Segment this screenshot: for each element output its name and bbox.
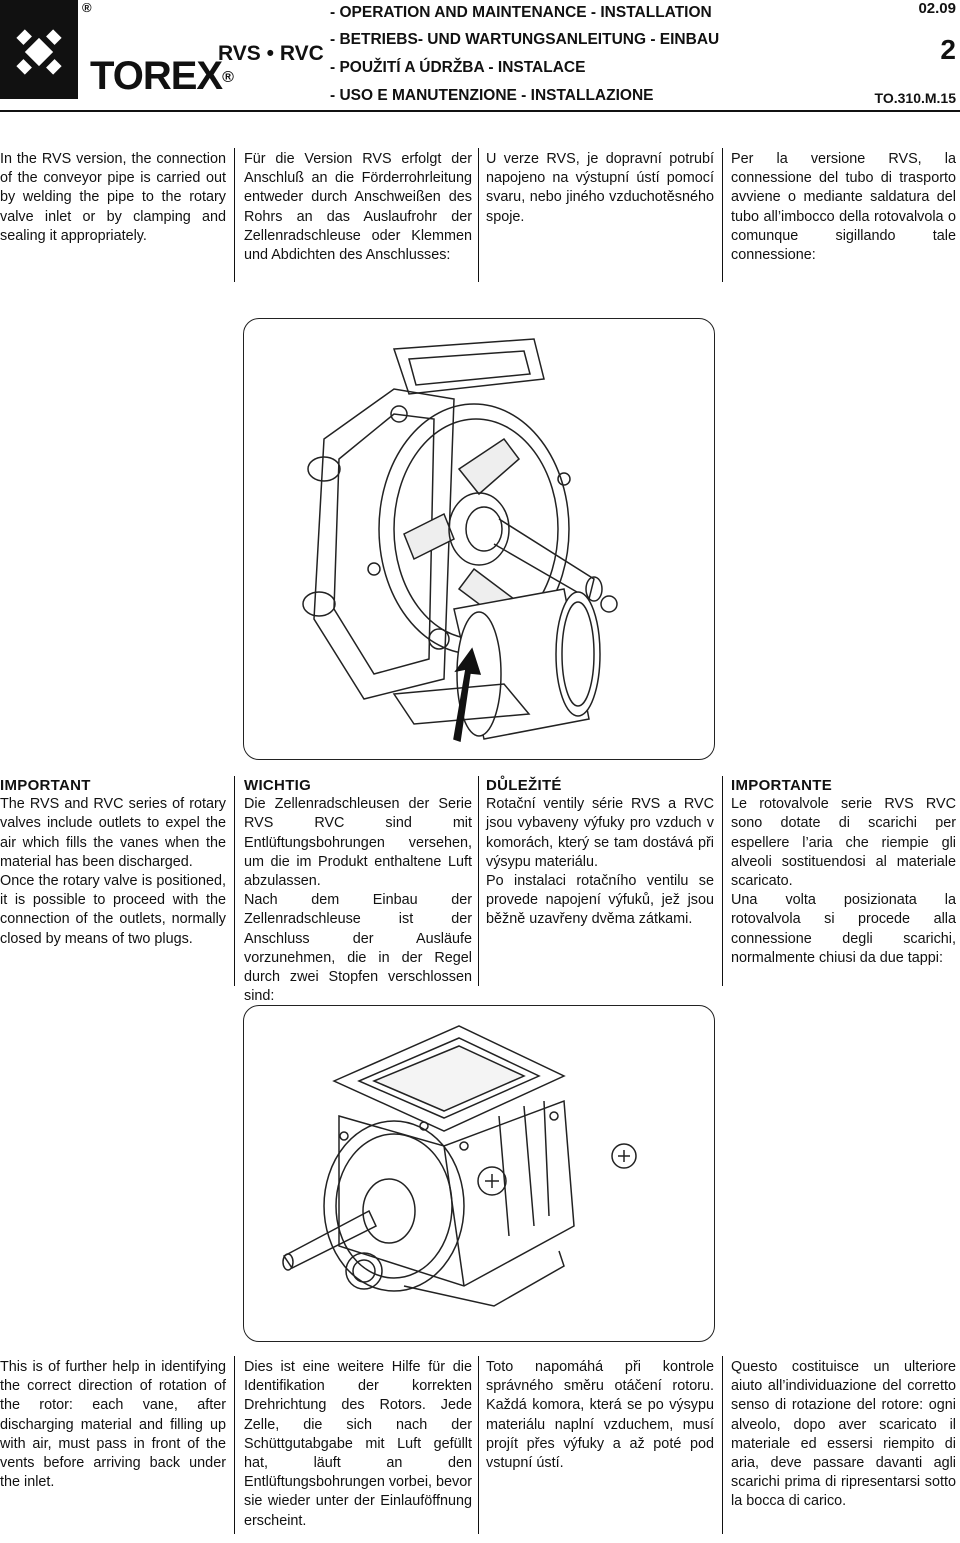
section1-cz-text: U verze RVS, je dopravní potrubí napojen… bbox=[486, 151, 714, 225]
figure-rvc-vent-plugs bbox=[243, 1005, 715, 1342]
section2-en: IMPORTANT The RVS and RVC series of rota… bbox=[0, 776, 226, 949]
column-divider bbox=[478, 776, 479, 986]
section2-de-text2: Nach dem Einbau der Zellenradschleuse is… bbox=[244, 892, 472, 1005]
column-divider bbox=[478, 1356, 479, 1534]
title-it: - USO E MANUTENZIONE - INSTALLAZIONE bbox=[330, 87, 654, 104]
document-code: TO.310.M.15 bbox=[874, 90, 956, 106]
section3-it: Questo costituisce un ulteriore aiuto al… bbox=[731, 1358, 956, 1512]
section2-de: WICHTIG Die Zellenradschleusen der Serie… bbox=[244, 776, 472, 1006]
rvc-valve-illustration bbox=[282, 1025, 637, 1307]
section2-it-text: Le rotovalvole serie RVS RVC sono dotate… bbox=[731, 796, 956, 890]
section1-it: Per la versione RVS, la connessione del … bbox=[731, 150, 956, 265]
column-divider bbox=[478, 148, 479, 282]
section2-de-title: WICHTIG bbox=[244, 777, 312, 794]
section2-de-text: Die Zellenradschleusen der Serie RVS RVC… bbox=[244, 796, 472, 890]
column-divider bbox=[722, 1356, 723, 1534]
registered-mark: ® bbox=[82, 0, 92, 15]
title-cz: - POUŽITÍ A ÚDRŽBA - INSTALACE bbox=[330, 59, 586, 76]
section1-de-text: Für die Version RVS erfolgt der Anschluß… bbox=[244, 151, 472, 264]
brand-text: TOREX bbox=[90, 54, 223, 98]
section2-en-title: IMPORTANT bbox=[0, 777, 91, 794]
section2-it: IMPORTANTE Le rotovalvole serie RVS RVC … bbox=[731, 776, 956, 968]
rvs-valve-illustration bbox=[302, 338, 618, 742]
section2-en-text2: Once the rotary valve is positioned, it … bbox=[0, 873, 226, 947]
section3-en: This is of further help in identifying t… bbox=[0, 1358, 226, 1492]
section3-en-text: This is of further help in identifying t… bbox=[0, 1359, 226, 1491]
section3-de-text: Dies ist eine weitere Hilfe für die Iden… bbox=[244, 1359, 473, 1529]
section2-cz: DŮLEŽITÉ Rotační ventily série RVS a RVC… bbox=[486, 776, 714, 930]
product-name: RVS • RVC bbox=[218, 42, 324, 65]
page-number: 2 bbox=[940, 34, 956, 65]
section3-cz: Toto napomáhá při kontrole správného smě… bbox=[486, 1358, 714, 1473]
torex-logo-mark bbox=[0, 0, 78, 99]
issue-date: 02.09 bbox=[918, 0, 956, 17]
column-divider bbox=[234, 148, 235, 282]
title-de: - BETRIEBS- UND WARTUNGSANLEITUNG - EINB… bbox=[330, 31, 720, 48]
brand-registered-mark: ® bbox=[222, 69, 234, 86]
column-divider bbox=[722, 776, 723, 986]
section3-de: Dies ist eine weitere Hilfe für die Iden… bbox=[244, 1358, 472, 1531]
section2-it-text2: Una volta posizionata la rotovalvola si … bbox=[731, 892, 956, 966]
figure-rvs-pipe-connection bbox=[243, 318, 715, 760]
torex-logo-icon bbox=[0, 0, 78, 99]
column-divider bbox=[722, 148, 723, 282]
section1-it-text: Per la versione RVS, la connessione del … bbox=[731, 151, 956, 264]
title-en: - OPERATION AND MAINTENANCE - INSTALLATI… bbox=[330, 4, 712, 21]
column-divider bbox=[234, 1356, 235, 1534]
section2-en-text: The RVS and RVC series of rotary valves … bbox=[0, 796, 226, 870]
column-divider bbox=[234, 776, 235, 986]
section1-cz: U verze RVS, je dopravní potrubí napojen… bbox=[486, 150, 714, 227]
brand-name: TOREX® bbox=[90, 54, 234, 98]
section3-it-text: Questo costituisce un ulteriore aiuto al… bbox=[731, 1359, 956, 1510]
section2-cz-text2: Po instalaci rotačního ventilu se proved… bbox=[486, 873, 714, 928]
section2-cz-text: Rotační ventily série RVS a RVC jsou vyb… bbox=[486, 796, 714, 870]
section2-cz-title: DŮLEŽITÉ bbox=[486, 777, 562, 794]
header-divider bbox=[0, 110, 960, 112]
section3-cz-text: Toto napomáhá při kontrole správného smě… bbox=[486, 1359, 714, 1472]
section1-en-text: In the RVS version, the connection of th… bbox=[0, 151, 226, 244]
section2-it-title: IMPORTANTE bbox=[731, 777, 833, 794]
section1-de: Für die Version RVS erfolgt der Anschluß… bbox=[244, 150, 472, 265]
section1-en: In the RVS version, the connection of th… bbox=[0, 150, 226, 246]
